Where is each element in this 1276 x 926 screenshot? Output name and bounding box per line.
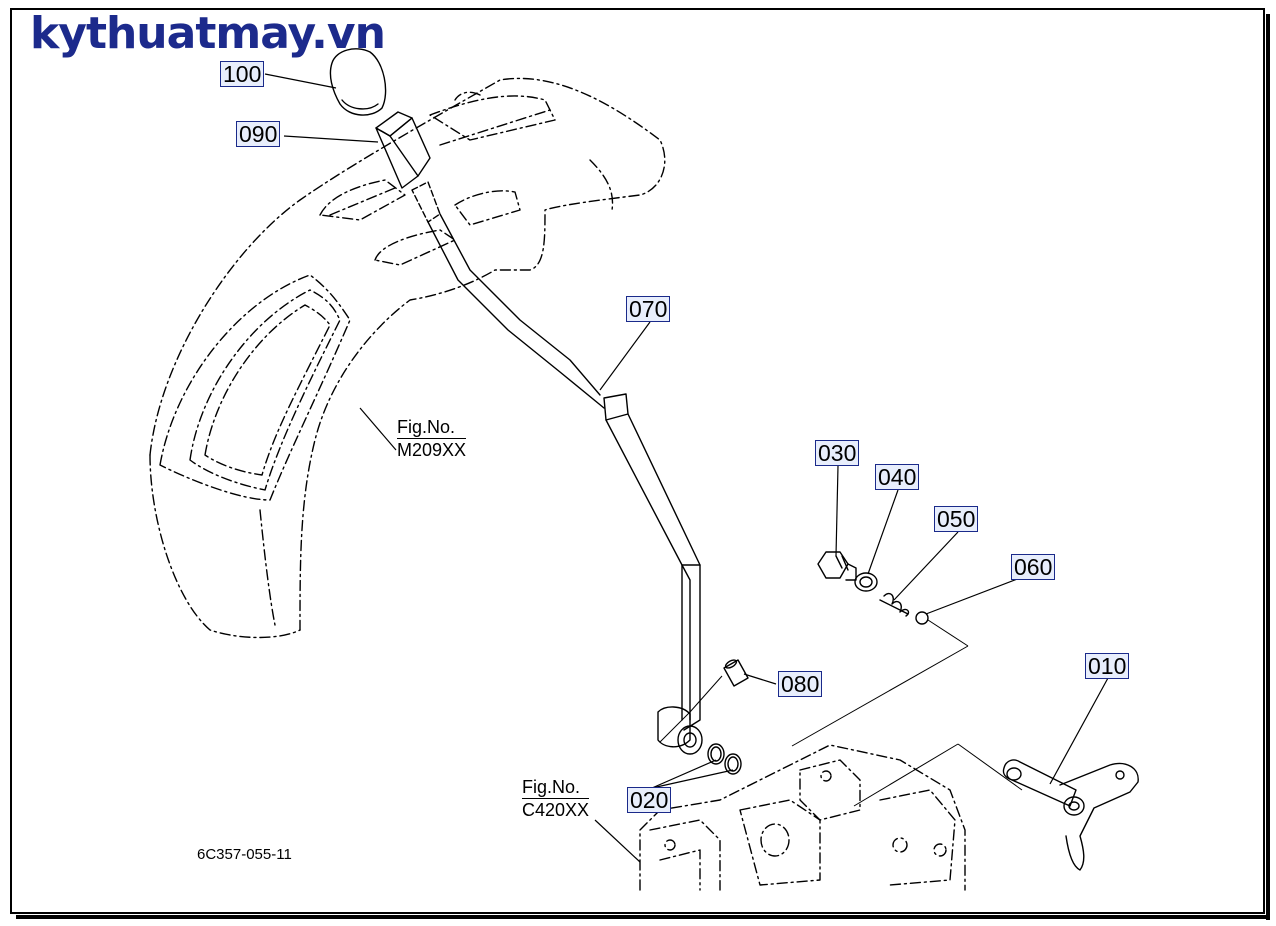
drawing-code: 6C357-055-11 xyxy=(197,846,292,863)
callout-050[interactable]: 050 xyxy=(934,506,979,532)
callout-020[interactable]: 020 xyxy=(627,787,672,813)
fender-ref-line2: M209XX xyxy=(397,438,467,460)
callout-010[interactable]: 010 xyxy=(1085,653,1130,679)
spring-pin-080 xyxy=(723,659,749,687)
lever-knob-100 xyxy=(329,48,387,116)
callout-080[interactable]: 080 xyxy=(778,671,823,697)
housing-figure-reference[interactable]: Fig.No. C420XX xyxy=(522,776,590,821)
callout-070[interactable]: 070 xyxy=(626,296,671,322)
spring-050 xyxy=(879,592,910,617)
fender-figure-reference[interactable]: Fig.No. M209XX xyxy=(397,416,467,461)
shift-arm-010 xyxy=(1002,759,1139,871)
callout-100[interactable]: 100 xyxy=(220,61,265,87)
callout-040[interactable]: 040 xyxy=(875,464,920,490)
border-shadow-bottom xyxy=(16,915,1270,919)
housing-ref-line2: C420XX xyxy=(522,798,590,820)
washer-040 xyxy=(854,572,878,592)
housing-ref-line1: Fig.No. xyxy=(522,777,581,797)
shift-lever-070 xyxy=(411,181,703,755)
lever-grip-090 xyxy=(375,111,431,189)
border-shadow-right xyxy=(1266,14,1270,920)
o-rings-020 xyxy=(707,743,742,775)
fender-ref-line1: Fig.No. xyxy=(397,417,456,437)
detent-ball-060 xyxy=(915,611,929,625)
callout-090[interactable]: 090 xyxy=(236,121,281,147)
drawing-border xyxy=(10,8,1265,914)
plug-030 xyxy=(817,551,857,581)
brand-logo[interactable]: kythuatmay.vn xyxy=(30,8,386,59)
callout-060[interactable]: 060 xyxy=(1011,554,1056,580)
transmission-housing-reference-part xyxy=(639,744,966,891)
callout-030[interactable]: 030 xyxy=(815,440,860,466)
fender-reference-part xyxy=(149,77,666,639)
